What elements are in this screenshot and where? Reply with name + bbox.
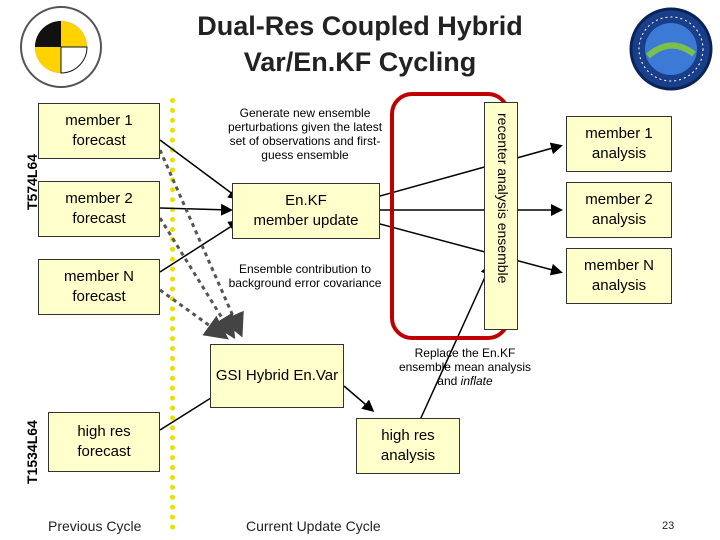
- member-2-analysis-label: member 2 analysis: [585, 191, 653, 228]
- highres-forecast: high res forecast: [48, 412, 160, 472]
- member-1-forecast-label: member 1 forecast: [65, 112, 133, 149]
- previous-cycle-caption: Previous Cycle: [48, 518, 142, 534]
- cycle-separator: [170, 98, 175, 530]
- generate-ensemble-text: Generate new ensemble perturbations give…: [227, 106, 383, 162]
- gsi-hybrid-envar-label: GSI Hybrid En.Var: [215, 367, 339, 384]
- member-n-forecast: member N forecast: [38, 259, 160, 315]
- current-cycle-caption: Current Update Cycle: [246, 518, 381, 534]
- title-line-2: Var/En.KF Cycling: [243, 47, 477, 77]
- member-2-forecast-label: member 2 forecast: [65, 190, 133, 227]
- member-n-forecast-label: member N forecast: [63, 268, 134, 305]
- member-2-forecast: member 2 forecast: [38, 181, 160, 237]
- page-number: 23: [662, 520, 675, 532]
- arrow-member1-to-enkf: [159, 139, 241, 200]
- highres-analysis-label: high res analysis: [380, 427, 436, 464]
- gsi-hybrid-envar: GSI Hybrid En.Var: [210, 344, 344, 408]
- highres-analysis: high res analysis: [356, 418, 460, 474]
- member-2-analysis: member 2 analysis: [566, 182, 672, 238]
- highres-forecast-label: high res forecast: [77, 423, 131, 460]
- jcsda-logo: [629, 7, 713, 91]
- enkf-member-update-label: En.KF member update: [253, 192, 359, 229]
- replace-prefix: Replace the En.KF ensemble mean analysis…: [398, 346, 532, 388]
- arrow-member2-to-enkf: [159, 203, 233, 216]
- umd-seal-logo: [20, 6, 102, 88]
- ensemble-contribution-text: Ensemble contribution to background erro…: [228, 262, 382, 290]
- recenter-analysis-ensemble: recenter analysis ensemble: [484, 102, 518, 330]
- title-line-1: Dual-Res Coupled Hybrid: [197, 11, 523, 41]
- slide-title: Dual-Res Coupled Hybrid Var/En.KF Cyclin…: [150, 8, 570, 80]
- member-1-forecast: member 1 forecast: [38, 103, 160, 159]
- member-n-analysis-label: member N analysis: [583, 257, 654, 294]
- member-n-analysis: member N analysis: [566, 248, 672, 304]
- replace-ensemble-mean-text: Replace the En.KF ensemble mean analysis…: [390, 346, 540, 388]
- member-1-analysis: member 1 analysis: [566, 116, 672, 172]
- member-1-analysis-label: member 1 analysis: [585, 125, 653, 162]
- enkf-member-update: En.KF member update: [232, 183, 380, 239]
- recenter-label: recenter analysis ensemble: [495, 113, 511, 284]
- arrow-memberN-to-enkf: [159, 220, 241, 273]
- replace-italic: inflate: [460, 374, 493, 388]
